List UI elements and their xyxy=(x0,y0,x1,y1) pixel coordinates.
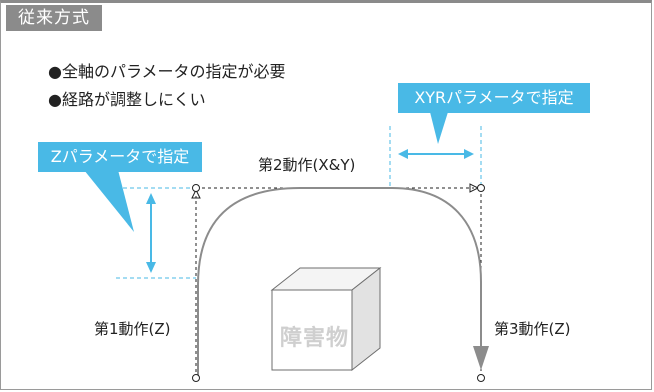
z-arrowhead-up xyxy=(146,193,156,204)
panel-tab: 従来方式 xyxy=(6,5,102,31)
commanded-z1-arrowhead xyxy=(191,188,201,199)
move3-label: 第3動作(Z) xyxy=(494,320,571,338)
obstacle-cube-front xyxy=(271,289,353,371)
z-arrowhead-down xyxy=(146,262,156,273)
xyr-arrowhead-left xyxy=(398,149,408,159)
actual-motion-path xyxy=(197,187,482,378)
xyr-callout-tail xyxy=(430,112,448,144)
move2-label: 第2動作(X&Y) xyxy=(258,156,356,174)
move1-label: 第1動作(Z) xyxy=(94,320,171,338)
xyr-arrowhead-right xyxy=(464,149,474,159)
waypoint-top-right xyxy=(477,184,485,192)
bullet-item-all-axes: ●全軸のパラメータの指定が必要 xyxy=(48,62,286,81)
motion-end-arrowhead xyxy=(473,346,489,370)
waypoint-top-left xyxy=(192,184,200,192)
z-parameter-callout: Zパラメータで指定 xyxy=(38,142,202,172)
waypoint-end xyxy=(477,374,485,382)
xyr-parameter-callout: XYRパラメータで指定 xyxy=(398,83,590,113)
z-callout-tail xyxy=(84,170,134,232)
commanded-xy-arrowhead xyxy=(469,183,480,193)
obstacle-label: 障害物 xyxy=(280,326,350,351)
bullet-item-path-adjust: ●経路が調整しにくい xyxy=(48,90,206,109)
obstacle-cube xyxy=(270,266,382,372)
waypoint-start xyxy=(192,374,200,382)
